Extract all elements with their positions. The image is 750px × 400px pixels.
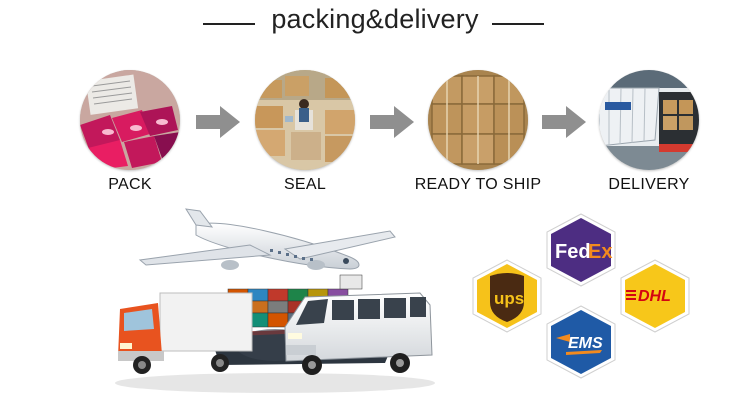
ups-logo: ups: [470, 258, 544, 334]
step-ready-to-ship: READY TO SHIP: [398, 70, 558, 200]
airplane-icon: [138, 208, 396, 270]
svg-text:EMS: EMS: [568, 335, 603, 352]
carrier-logos: Fed Ex ups DHL EMS: [466, 212, 716, 392]
fedex-hex: [551, 218, 611, 282]
step-label: READY TO SHIP: [414, 176, 542, 193]
arrow-right-icon: [370, 106, 414, 138]
step-delivery: DELIVERY: [569, 70, 729, 200]
ems-logo: EMS: [544, 304, 618, 380]
van-icon: [284, 292, 433, 375]
fedex-logo: Fed Ex: [544, 212, 618, 288]
step-pack: PACK: [50, 70, 210, 200]
title-rule-left: [203, 23, 255, 25]
title-rule-right: [492, 23, 544, 25]
truck-loading-photo: [599, 70, 699, 170]
dhl-logo: DHL: [618, 258, 692, 334]
warehouse-photo: [255, 70, 355, 170]
transport-vehicles-illustration: [100, 205, 450, 395]
arrow-right-icon: [542, 106, 586, 138]
step-seal: SEAL: [225, 70, 385, 200]
step-label: DELIVERY: [608, 176, 690, 193]
boxes-photo: [428, 70, 528, 170]
svg-text:ups: ups: [494, 289, 524, 308]
section-header: packing&delivery: [0, 0, 750, 46]
step-label: PACK: [108, 176, 152, 193]
svg-text:Fed: Fed: [555, 241, 591, 263]
step-label: SEAL: [283, 176, 327, 193]
page-title: packing&delivery: [271, 4, 479, 34]
packing-photo: [80, 70, 180, 170]
svg-text:DHL: DHL: [638, 288, 671, 305]
arrow-right-icon: [196, 106, 240, 138]
truck-icon: [118, 292, 253, 374]
svg-text:Ex: Ex: [588, 241, 612, 263]
